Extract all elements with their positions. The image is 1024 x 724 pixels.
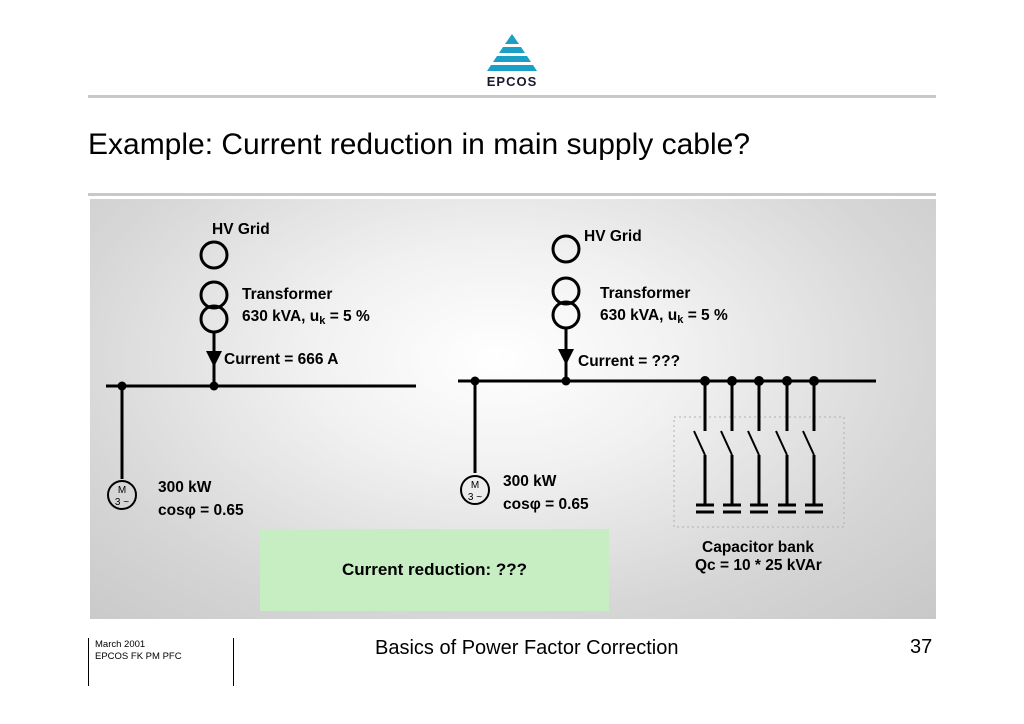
footer-dept: EPCOS FK PM PFC xyxy=(95,651,182,662)
footer-title: Basics of Power Factor Correction xyxy=(375,637,679,659)
footer-divider-right xyxy=(233,638,234,686)
page-title: Example: Current reduction in main suppl… xyxy=(88,128,751,161)
right-motor-cos: cosφ = 0.65 xyxy=(503,496,589,513)
epcos-logo: EPCOS xyxy=(472,30,552,92)
right-motor-phase: 3 ~ xyxy=(467,492,483,503)
left-motor-phase: 3 ~ xyxy=(114,497,130,508)
left-grid-symbol xyxy=(199,240,229,270)
right-transformer-primary xyxy=(551,276,581,306)
right-motor-power: 300 kW xyxy=(503,473,557,490)
right-transformer-rating: 630 kVA, uk = 5 % xyxy=(600,307,728,326)
footer-date: March 2001 xyxy=(95,639,146,650)
capacitor-branch-1 xyxy=(693,381,714,514)
left-grid-label: HV Grid xyxy=(212,221,270,238)
right-transformer-label: Transformer xyxy=(600,285,691,302)
right-motor-symbol xyxy=(460,475,490,505)
page-number: 37 xyxy=(910,636,933,658)
capacitor-bank-label: Capacitor bank xyxy=(702,539,814,556)
right-current-label: Current = ??? xyxy=(578,353,681,370)
left-transformer-primary xyxy=(199,280,229,310)
left-motor-m: M xyxy=(117,485,127,496)
left-transformer-rating: 630 kVA, uk = 5 % xyxy=(242,308,370,327)
left-current-label: Current = 666 A xyxy=(224,351,339,368)
right-current-arrow xyxy=(558,349,574,365)
epcos-logo-icon xyxy=(487,34,537,71)
title-divider xyxy=(88,193,936,196)
left-transformer-label: Transformer xyxy=(242,286,333,303)
capacitor-branch-2 xyxy=(720,381,741,514)
capacitor-branch-4 xyxy=(775,381,796,514)
capacitor-branch-5 xyxy=(802,381,823,514)
left-current-arrow xyxy=(206,351,222,367)
result-box: Current reduction: ??? xyxy=(260,529,609,611)
left-motor-cos: cosφ = 0.65 xyxy=(158,502,244,519)
capacitor-branch-3 xyxy=(747,381,768,514)
header-divider xyxy=(88,95,936,98)
right-grid-label: HV Grid xyxy=(584,228,642,245)
result-text: Current reduction: ??? xyxy=(341,560,528,579)
right-grid-symbol xyxy=(551,234,581,264)
right-transformer-secondary xyxy=(551,300,581,330)
logo-text: EPCOS xyxy=(486,74,538,89)
right-motor-m: M xyxy=(470,480,480,491)
circuit-diagram xyxy=(106,234,876,528)
left-transformer-secondary xyxy=(199,304,229,334)
left-motor-power: 300 kW xyxy=(158,479,212,496)
capacitor-bank xyxy=(693,381,823,514)
capacitor-bank-spec: Qc = 10 * 25 kVAr xyxy=(695,557,822,574)
footer-divider-left xyxy=(88,638,89,686)
left-motor-symbol xyxy=(107,480,137,510)
